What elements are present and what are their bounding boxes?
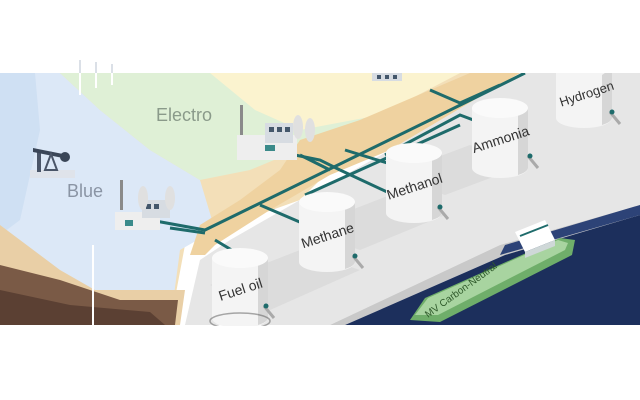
pipeline-network [149,71,526,257]
factory-icon [237,105,315,160]
region-label-blue: Blue [67,181,103,201]
ground-cross-section [0,225,185,325]
valve-icon [351,253,365,269]
valve-icon [262,303,276,319]
valve-icon [436,204,450,220]
wind-turbine-icon [79,73,113,95]
valve-icon [608,109,622,125]
wind-turbine-icon [79,60,113,73]
tank-methane: Methane [299,192,365,272]
valve-icon [526,153,540,169]
oil-pump-icon [30,148,75,178]
factory-icon [372,73,402,81]
tank-ammonia: Ammonia [470,98,540,178]
land-plateau [0,73,640,325]
tank-methanol: Methanol [385,143,450,223]
factory-icon [115,180,175,230]
tank-fuel-oil: Fuel oil [209,248,276,330]
tank-hydrogen: Hydrogen [556,68,622,128]
region-label-electro: Electro [156,105,212,125]
